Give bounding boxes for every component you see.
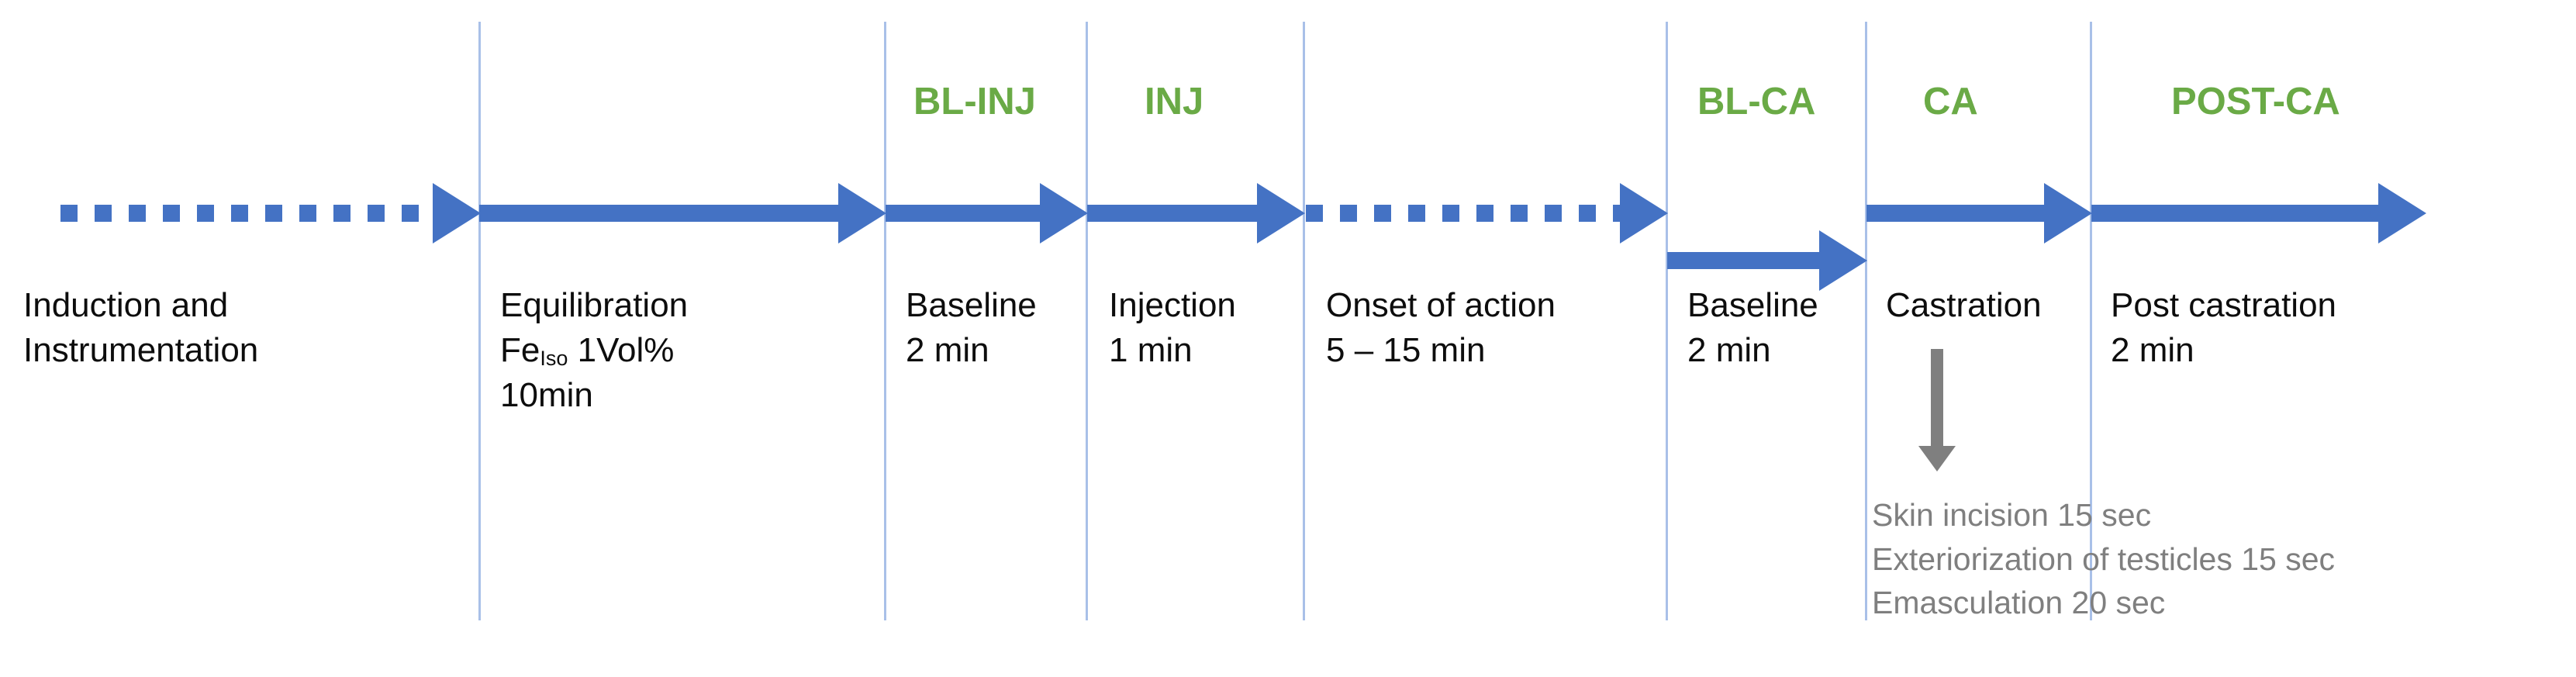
caption-line-fe: FeIso 1Vol% (500, 328, 688, 373)
caption-line: Instrumentation (23, 331, 259, 370)
arrow-castration (1866, 183, 2092, 244)
arrow-head (2044, 183, 2092, 244)
fe-subscript: Iso (540, 346, 568, 370)
list-item: Skin incision 15 sec (1872, 497, 2152, 533)
arrow-head (433, 183, 481, 244)
caption-line: Onset of action (1326, 286, 1556, 324)
arrow-shaft (1087, 205, 1259, 222)
arrow-head (1257, 183, 1305, 244)
divider-castration-postcastration (2090, 22, 2092, 620)
arrow-head (2378, 183, 2426, 244)
arrow-head (1040, 183, 1088, 244)
phase-label-bl-ca: BL-CA (1697, 81, 1816, 123)
arrow-shaft (886, 205, 1041, 222)
divider-equilibration-baselineinj (884, 22, 886, 620)
divider-baselineinj-injection (1086, 22, 1088, 620)
arrow-shaft (479, 205, 840, 222)
caption-line: Castration (1886, 286, 2042, 324)
caption-line: 10min (500, 376, 593, 415)
caption-induction: Induction and Instrumentation (23, 283, 258, 373)
caption-baseline-inj: Baseline 2 min (906, 283, 1037, 373)
arrow-shaft (2091, 205, 2380, 222)
caption-baseline-ca: Baseline 2 min (1687, 283, 1818, 373)
caption-castration: Castration (1886, 283, 2042, 328)
arrow-shaft (1306, 205, 1621, 222)
arrow-head (838, 183, 886, 244)
arrow-baseline-ca (1667, 230, 1867, 291)
caption-equilibration: Equilibration FeIso 1Vol% 10min (500, 283, 688, 418)
arrow-injection (1087, 183, 1305, 244)
list-item: Emasculation 20 sec (1872, 585, 2166, 621)
arrow-baseline-inj (886, 183, 1088, 244)
caption-line: 2 min (906, 331, 989, 370)
phase-label-ca: CA (1923, 81, 1978, 123)
arrow-shaft (1866, 205, 2046, 222)
arrow-induction (60, 183, 481, 244)
arrow-head (1918, 446, 1956, 471)
caption-line: Injection (1109, 286, 1236, 324)
fe-symbol: Fe (500, 331, 540, 370)
caption-line: Induction and (23, 286, 229, 324)
list-item: Exteriorization of testicles 15 sec (1872, 541, 2336, 577)
arrow-head (1819, 230, 1867, 291)
caption-line: 5 – 15 min (1326, 331, 1486, 370)
divider-injection-onset (1303, 22, 1305, 620)
phase-label-bl-inj: BL-INJ (913, 81, 1036, 123)
phase-label-inj: INJ (1145, 81, 1204, 123)
phase-label-post-ca: POST-CA (2171, 81, 2340, 123)
caption-line: Baseline (906, 286, 1037, 324)
arrow-head (1620, 183, 1668, 244)
castration-detail-arrow-icon (1914, 349, 1960, 471)
caption-injection: Injection 1 min (1109, 283, 1236, 373)
divider-induction-equilibration (478, 22, 481, 620)
arrow-post-castration (2091, 183, 2426, 244)
fe-concentration: 1Vol% (568, 331, 675, 370)
caption-line: 2 min (2111, 331, 2194, 370)
arrow-equilibration (479, 183, 886, 244)
arrow-shaft (1931, 349, 1943, 448)
caption-line: 2 min (1687, 331, 1771, 370)
divider-baselineca-castration (1865, 22, 1867, 620)
castration-steps-list: Skin incision 15 sec Exteriorization of … (1872, 493, 2335, 625)
arrow-shaft (60, 205, 434, 222)
caption-post-castration: Post castration 2 min (2111, 283, 2336, 373)
caption-line: 1 min (1109, 331, 1193, 370)
caption-onset: Onset of action 5 – 15 min (1326, 283, 1556, 373)
arrow-onset-of-action (1306, 183, 1668, 244)
divider-onset-baselineca (1666, 22, 1668, 620)
arrow-shaft (1667, 252, 1821, 269)
caption-line: Post castration (2111, 286, 2337, 324)
caption-line: Baseline (1687, 286, 1818, 324)
caption-line: Equilibration (500, 286, 689, 324)
